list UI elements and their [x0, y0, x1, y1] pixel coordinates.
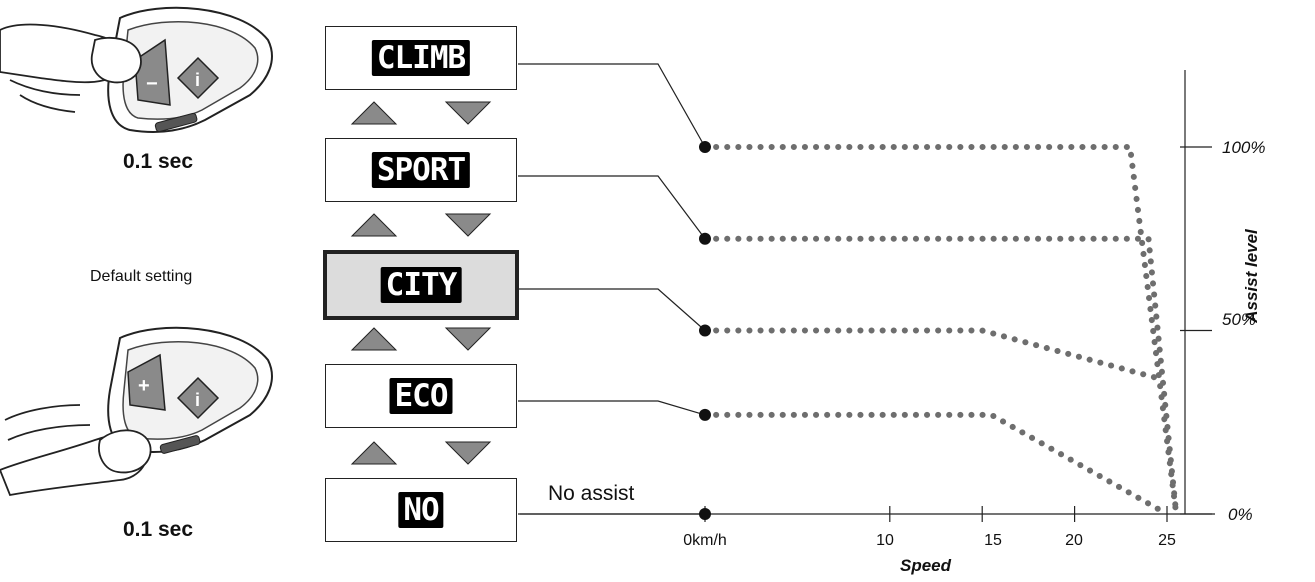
up-arrow-icon — [350, 327, 398, 351]
series-start-point-no — [699, 508, 711, 520]
chart-series — [699, 141, 1180, 520]
remote-bottom-plus-label: + — [138, 375, 150, 397]
mode-box-eco: ECO — [325, 364, 517, 428]
mode-label-sport: SPORT — [371, 152, 471, 188]
up-arrow-icon — [350, 213, 398, 237]
series-line-city — [702, 327, 1161, 382]
remote-bottom: + i — [0, 326, 273, 497]
y-tick-label-50: 50% — [1222, 310, 1257, 329]
mode-arrows — [350, 101, 492, 465]
remote-bottom-info-label: i — [195, 390, 200, 410]
connector-line — [518, 288, 706, 331]
default-setting-label: Default setting — [90, 268, 193, 285]
mode-box-no: NO — [325, 478, 517, 542]
up-arrow-icon — [350, 441, 398, 465]
mode-box-climb: CLIMB — [325, 26, 517, 90]
series-start-point-climb — [699, 141, 711, 153]
remote-bottom-info-button[interactable]: i — [176, 376, 220, 420]
x-tick-label-20: 20 — [1065, 532, 1083, 549]
remote-top-display-slot — [154, 112, 198, 133]
mode-label-climb: CLIMB — [371, 40, 471, 76]
down-arrow-icon — [444, 327, 492, 351]
mode-box-sport: SPORT — [325, 138, 517, 202]
series-start-point-eco — [699, 408, 711, 421]
down-arrow-icon — [444, 101, 492, 125]
remote-top-minus-button[interactable]: − — [134, 38, 171, 106]
remote-bottom-plus-button[interactable]: + — [127, 353, 166, 411]
remote-bottom-caption: 0.1 sec — [122, 518, 194, 541]
down-arrow-icon — [444, 441, 492, 465]
connector-lines — [518, 63, 706, 515]
series-start-point-city — [699, 324, 711, 337]
finger-icon — [0, 404, 152, 497]
remote-top: − i — [0, 6, 273, 133]
y-tick-label-100: 100% — [1222, 138, 1266, 157]
y-tick-label-0: 0% — [1228, 505, 1253, 524]
mode-label-city: CITY — [380, 267, 462, 303]
x-tick-label-25: 25 — [1158, 532, 1176, 549]
x-axis-title: Speed — [900, 556, 952, 575]
series-line-climb — [702, 144, 1180, 517]
remote-top-caption: 0.1 sec — [122, 150, 194, 173]
mode-label-eco: ECO — [389, 378, 453, 414]
up-arrow-icon — [350, 101, 398, 125]
chart-axes — [520, 70, 1215, 522]
connector-line — [518, 400, 706, 416]
series-start-point-sport — [699, 232, 711, 245]
down-arrow-icon — [444, 213, 492, 237]
series-line-eco — [702, 411, 1170, 517]
finger-icon — [0, 23, 142, 113]
remote-top-minus-label: − — [146, 73, 158, 95]
x-tick-label-10: 10 — [876, 532, 894, 549]
x-tick-label-15: 15 — [984, 532, 1002, 549]
mode-box-city: CITY — [323, 250, 519, 320]
remote-bottom-display-slot — [159, 435, 201, 454]
no-assist-label: No assist — [548, 482, 635, 505]
connector-line — [518, 63, 706, 148]
y-axis-title: Assist level — [1242, 229, 1261, 323]
mode-label-no: NO — [398, 492, 444, 528]
connector-line — [518, 175, 706, 240]
remote-top-info-label: i — [195, 70, 200, 90]
x-tick-label-0: 0km/h — [683, 532, 727, 549]
series-line-sport — [702, 235, 1180, 517]
remote-top-info-button[interactable]: i — [176, 56, 220, 100]
